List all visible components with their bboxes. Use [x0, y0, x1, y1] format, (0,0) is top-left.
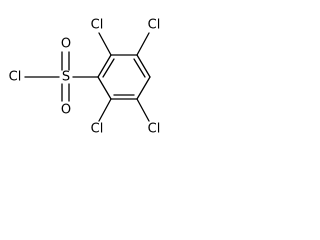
bond-c4-c5: [136, 76, 151, 100]
structure-diagram: Cl S O O Cl Cl Cl Cl: [0, 0, 184, 155]
atom-labels: Cl S O O Cl Cl Cl Cl: [9, 18, 161, 137]
atom-cl-c6: Cl: [91, 122, 104, 137]
bond-c3-cl: [136, 32, 150, 56]
molecule-drawing: Cl S O O Cl Cl Cl Cl: [9, 18, 161, 137]
bond-c6-c1: [97, 76, 112, 100]
atom-cl-c2: Cl: [91, 18, 104, 33]
atom-cl-sulfonyl: Cl: [9, 70, 22, 85]
atom-oxygen-top: O: [61, 37, 71, 52]
double-bond-c3-c4: [133, 58, 146, 78]
atom-sulfur: S: [62, 70, 70, 85]
bond-c6-cl: [98, 98, 112, 122]
bond-c1-c2: [97, 54, 112, 78]
double-bond-c1-c2: [102, 58, 115, 78]
atom-cl-c3: Cl: [148, 18, 161, 33]
benzene-ring: [97, 54, 151, 100]
bond-c2-cl: [98, 32, 112, 56]
bond-c5-cl: [136, 98, 150, 122]
substituent-bonds: [24, 32, 150, 122]
bond-c3-c4: [136, 54, 151, 78]
atom-oxygen-bottom: O: [61, 103, 71, 118]
atom-cl-c5: Cl: [148, 122, 161, 137]
